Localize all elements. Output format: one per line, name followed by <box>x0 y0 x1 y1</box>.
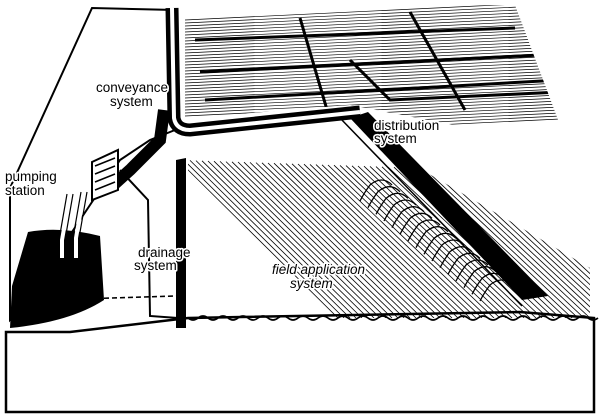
conveyance-channel <box>105 7 361 193</box>
label-field-line1: field application <box>272 262 365 277</box>
block-front-face <box>4 310 596 414</box>
drainage-outlet-pipe <box>79 295 177 300</box>
label-drainage-line1: drainage <box>138 245 191 260</box>
upper-fields <box>180 5 560 128</box>
pumping-station <box>91 148 119 202</box>
label-pumping-line1: pumping <box>5 169 57 184</box>
reservoir <box>10 191 104 328</box>
field-front-edge <box>187 315 599 321</box>
distribution-canal <box>339 112 548 307</box>
upper-field-bunds <box>194 11 560 121</box>
diagram-labels: conveyance system distribution system pu… <box>3 78 440 292</box>
pump-intake-pipes <box>60 191 86 258</box>
label-conveyance-line2: system <box>110 94 153 109</box>
label-conveyance-line1: conveyance <box>96 80 168 95</box>
label-field-line2: system <box>290 276 333 291</box>
drainage-system <box>79 158 186 328</box>
label-distribution-line1: distribution <box>374 118 439 133</box>
siphon-tubes <box>359 179 513 302</box>
label-pumping-line2: station <box>5 183 45 198</box>
upper-field-hatching <box>184 5 560 128</box>
label-distribution-line2: system <box>374 131 417 146</box>
label-drainage-line2: system <box>134 258 177 273</box>
